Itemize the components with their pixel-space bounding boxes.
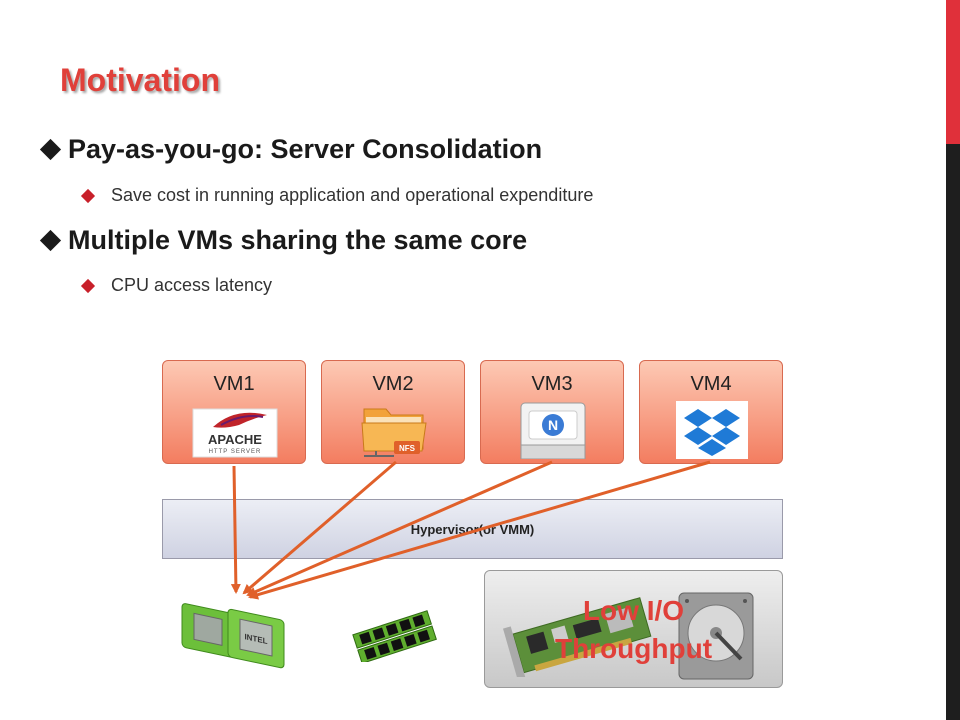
nfs-folder-icon: NFS	[361, 408, 427, 457]
arrow-vm4-to-cpu	[248, 460, 711, 600]
dropbox-icon	[676, 401, 748, 459]
callout-line-2: Throughput	[554, 633, 713, 664]
bullet-2: Multiple VMs sharing the same core	[39, 225, 528, 256]
bullet-1-text: Pay-as-you-go: Server Consolidation	[68, 134, 543, 164]
arrow-vm2-to-cpu	[242, 460, 397, 595]
vm-box-4: VM4	[639, 360, 783, 464]
slide-edge-bar	[946, 0, 960, 720]
bullet-2-text: Multiple VMs sharing the same core	[68, 225, 528, 255]
vm-box-3: VM3 N	[480, 360, 624, 464]
io-device-box	[484, 570, 783, 688]
sub-bullet-1: Save cost in running application and ope…	[80, 185, 593, 206]
vm-label: VM1	[213, 373, 255, 395]
bullet-1: Pay-as-you-go: Server Consolidation	[39, 134, 543, 165]
cpu-chips-icon: INTEL	[181, 603, 285, 669]
svg-text:NFS: NFS	[399, 444, 416, 453]
svg-text:APACHE: APACHE	[208, 432, 262, 447]
arrow-vm3-to-cpu	[246, 460, 553, 597]
hypervisor-layer: Hypervisor(or VMM)	[162, 499, 783, 559]
vm-label: VM4	[690, 373, 732, 395]
vm-box-2: VM2 NFS	[321, 360, 465, 464]
vm-box-1: VM1 APACHE HTTP SERVER	[162, 360, 306, 464]
sub-bullet-1-text: Save cost in running application and ope…	[111, 185, 594, 205]
storage-drive-icon: N	[520, 402, 586, 459]
svg-text:HTTP SERVER: HTTP SERVER	[209, 449, 262, 455]
low-io-throughput-callout: Low I/O Throughput	[484, 592, 783, 668]
sub-bullet-2-text: CPU access latency	[111, 275, 273, 295]
slide-title: Motivation	[60, 62, 220, 98]
sub-bullet-2: CPU access latency	[80, 275, 272, 296]
arrow-vm1-to-cpu	[230, 465, 241, 594]
io-card-icon	[503, 597, 652, 677]
svg-text:N: N	[548, 417, 558, 433]
hard-disk-icon	[678, 592, 754, 680]
apache-logo-icon: APACHE HTTP SERVER	[192, 408, 278, 458]
slide-edge-accent	[946, 0, 960, 144]
vm-label: VM3	[531, 373, 573, 395]
callout-line-1: Low I/O	[582, 595, 685, 626]
hypervisor-label: Hypervisor(or VMM)	[410, 522, 535, 537]
memory-modules-icon	[352, 610, 437, 662]
vm-label: VM2	[372, 373, 414, 395]
